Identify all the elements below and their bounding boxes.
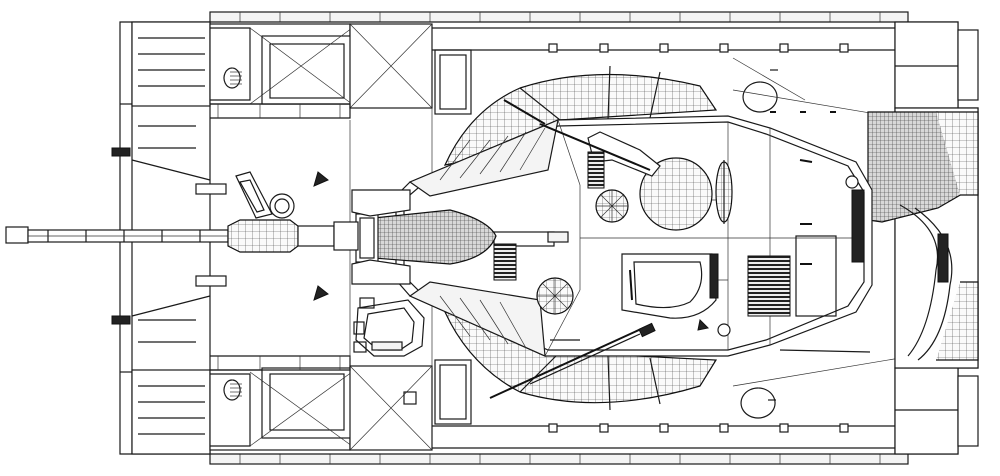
- turret: [351, 65, 873, 411]
- bustle-rack: [867, 111, 979, 361]
- commander-cupola: [639, 157, 713, 231]
- lower-fender: [209, 355, 901, 451]
- rear-deck: [894, 21, 979, 455]
- main-gun: [5, 219, 359, 253]
- front-glacis: [111, 21, 227, 455]
- upper-fender: [209, 23, 901, 119]
- turret-side-stowage: [353, 297, 425, 357]
